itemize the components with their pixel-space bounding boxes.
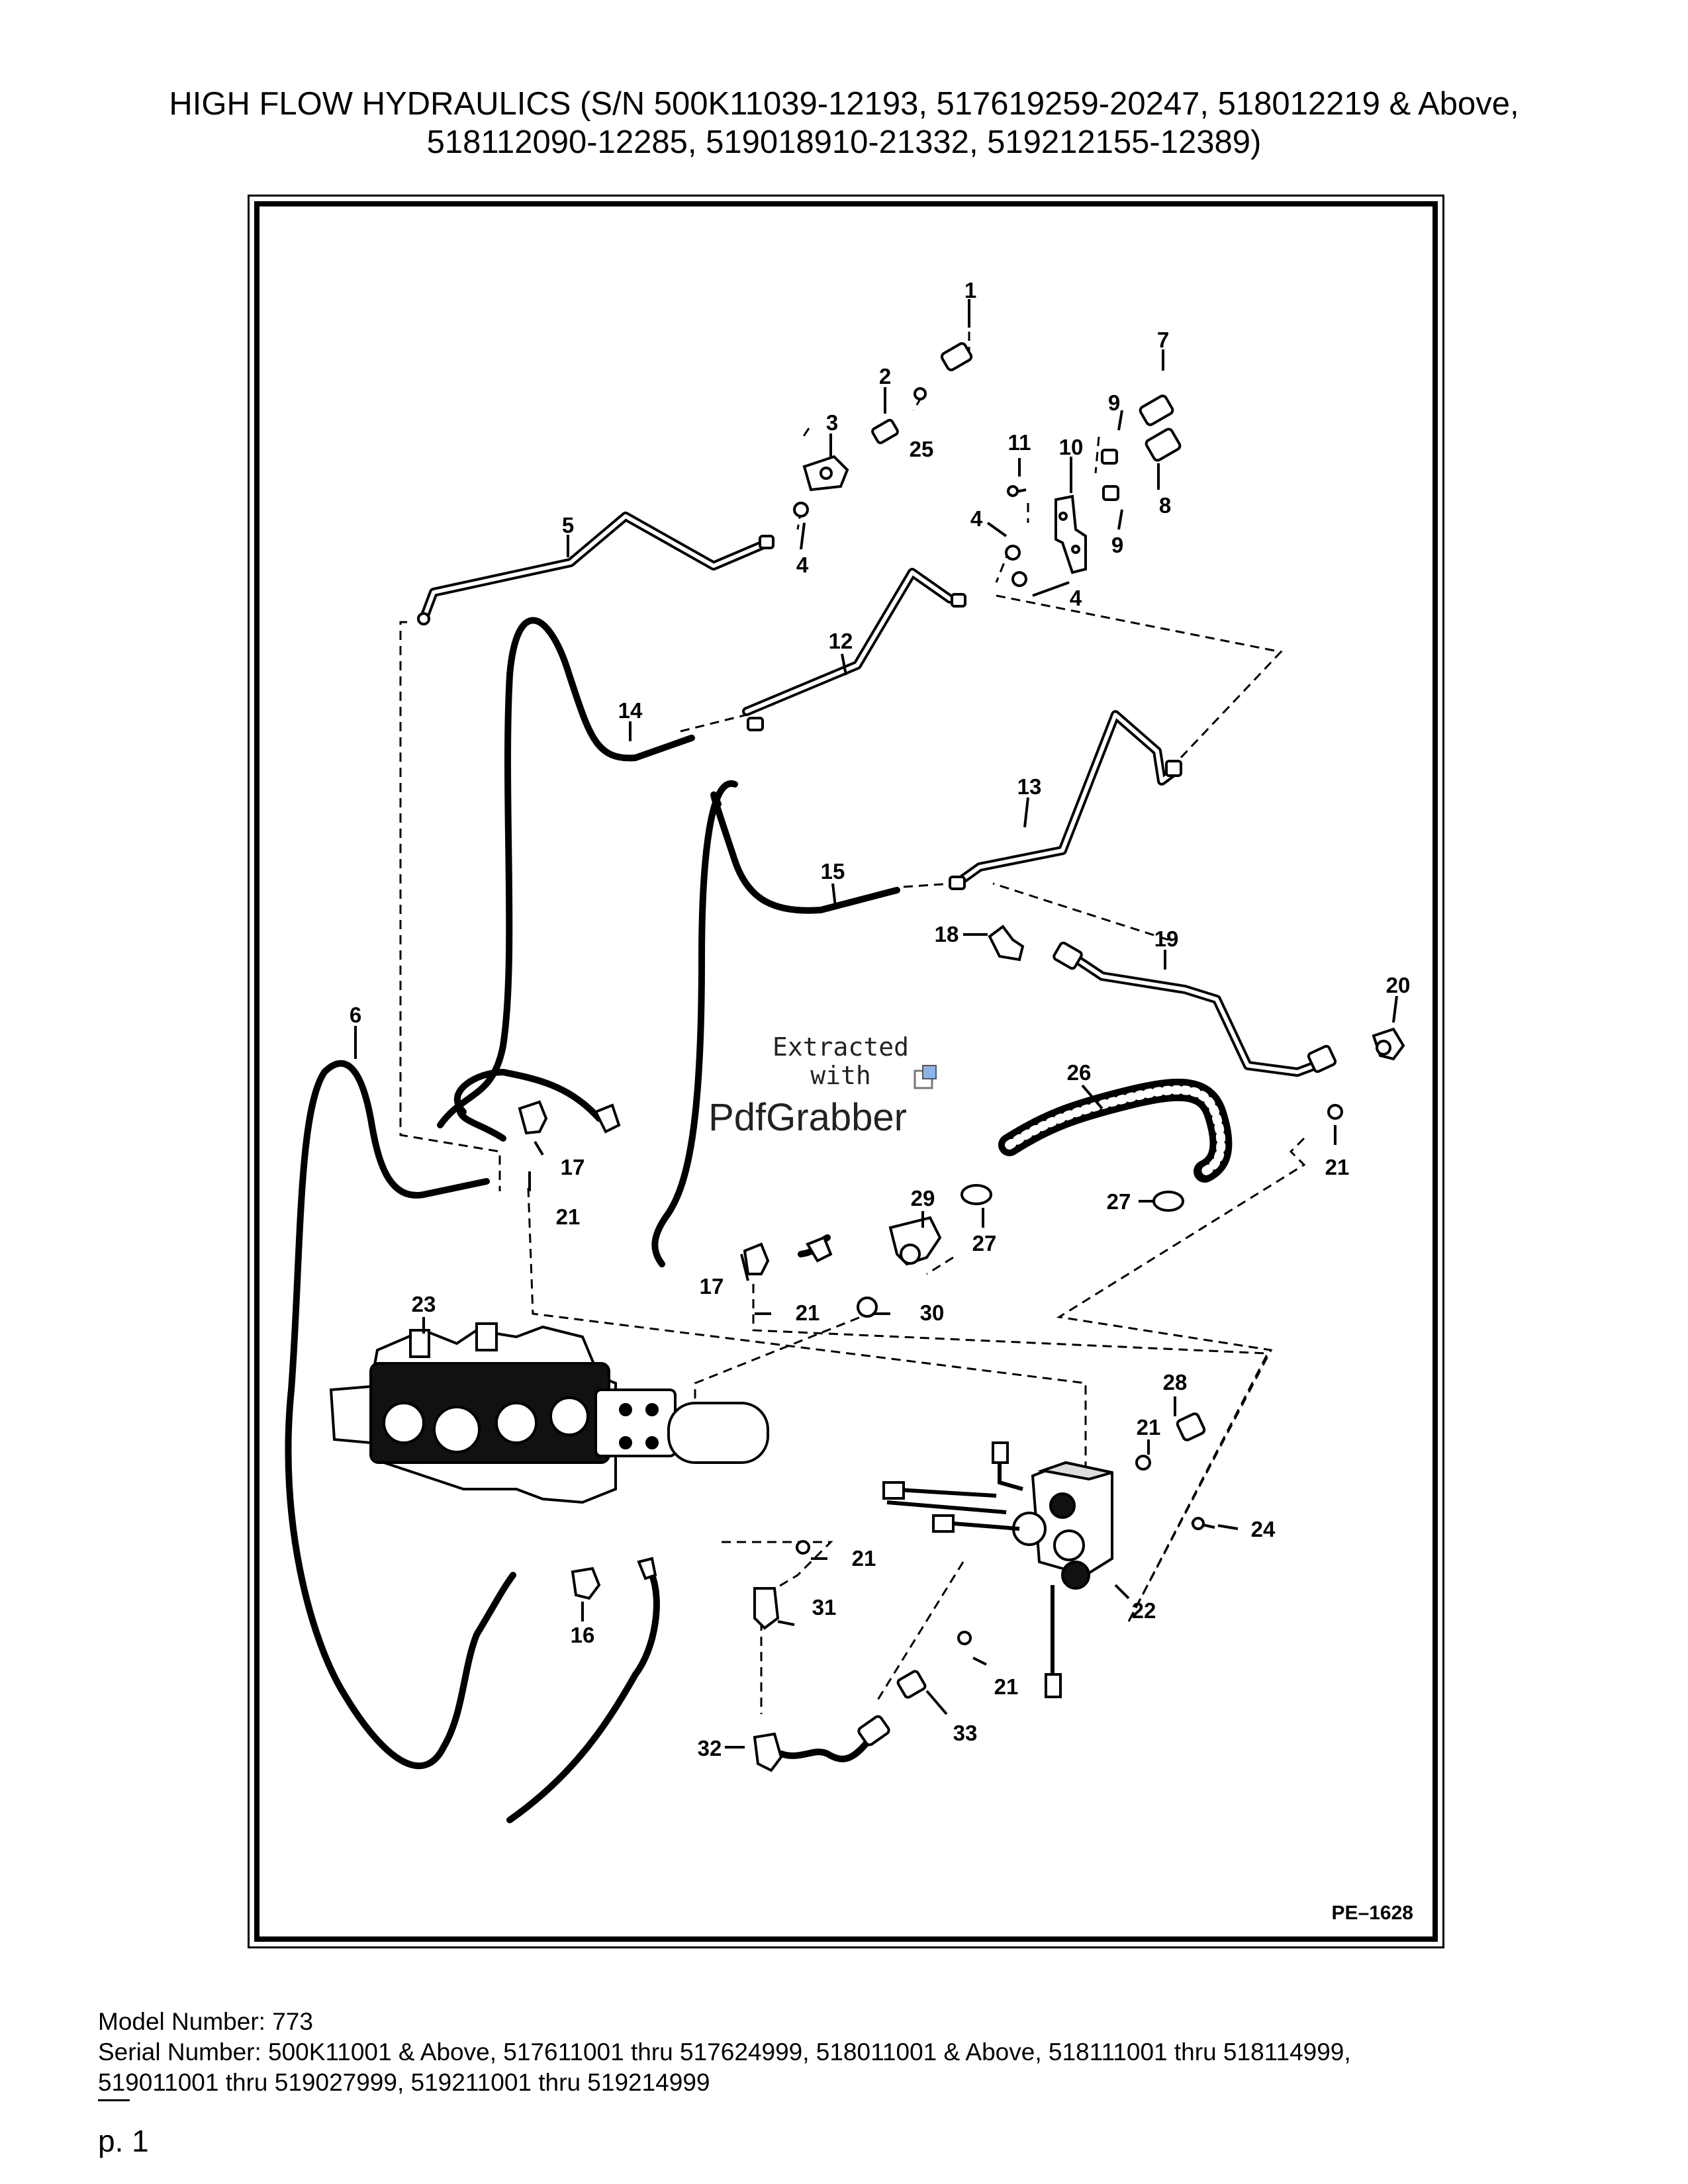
hose-16 [506,1572,660,1823]
fittings [417,342,1405,1772]
valve-block-22 [882,1441,1113,1698]
callout-18: 18 [935,922,959,946]
callout-19: 19 [1154,927,1179,951]
figure-code: PE–1628 [1332,1902,1413,1924]
callout-23: 23 [412,1292,436,1316]
svg-text:with: with [810,1061,871,1090]
callout-27: 27 [972,1231,997,1255]
title-line-1: HIGH FLOW HYDRAULICS (S/N 500K11039-1219… [169,86,1519,122]
callout-30: 30 [920,1300,945,1325]
page-title: HIGH FLOW HYDRAULICS (S/N 500K11039-1219… [0,85,1688,161]
callout-9b: 9 [1111,533,1123,557]
callout-17b: 17 [700,1274,724,1298]
callout-26: 26 [1067,1060,1092,1085]
callout-8: 8 [1159,493,1171,518]
callout-16: 16 [571,1623,595,1647]
callout-9: 9 [1108,390,1120,415]
callout-12: 12 [829,629,853,653]
callout-2: 2 [879,364,891,388]
callout-4c: 4 [1070,586,1082,610]
callout-11: 11 [1008,430,1031,455]
title-line-2: 518112090-12285, 519018910-21332, 519212… [426,124,1262,160]
callout-10: 10 [1059,435,1084,459]
callout-21c: 21 [796,1300,820,1325]
model-number: Model Number: 773 [98,2008,313,2035]
callout-28: 28 [1163,1370,1188,1394]
dashed-routing-lines [399,301,1306,1714]
hoses [285,617,900,1823]
svg-text:Extracted: Extracted [773,1032,909,1062]
callout-20: 20 [1386,973,1411,997]
callout-21b: 21 [1325,1155,1350,1179]
callout-21d: 21 [1137,1415,1161,1439]
callout-15: 15 [821,859,845,884]
pdfgrabber-watermark: Extracted with PdfGrabber [708,1032,937,1139]
serial-number-line-2: 519011001 thru 519027999, 519211001 thru… [98,2069,710,2096]
callout-labels: 1 2 3 25 5 4 7 9 11 10 8 4 9 4 12 14 13 … [350,278,1411,1760]
footer-divider [98,2099,130,2101]
diagram-outer-frame [248,195,1444,1948]
callout-14: 14 [618,698,643,723]
serial-number-line-1: Serial Number: 500K11001 & Above, 517611… [98,2038,1351,2066]
callout-27b: 27 [1107,1189,1131,1214]
hose-6 [285,1060,516,1770]
callout-33: 33 [953,1721,978,1745]
callout-4b: 4 [970,506,983,531]
callout-7: 7 [1157,328,1169,352]
callout-4: 4 [796,553,809,577]
callout-3: 3 [826,410,838,435]
callout-31: 31 [812,1595,837,1619]
callout-32: 32 [698,1736,722,1760]
hose-26 [998,1078,1233,1183]
callout-5: 5 [562,513,574,537]
diagram-inner-frame [254,201,1438,1942]
hose-15 [651,780,900,1267]
pump-assembly-23 [329,1322,769,1504]
callout-17: 17 [561,1155,585,1179]
callout-29: 29 [911,1186,935,1210]
hose-14 [437,617,695,1128]
callout-6: 6 [350,1003,361,1027]
callout-21: 21 [556,1205,581,1229]
page-number: p. 1 [98,2124,149,2158]
leader-lines [354,299,1398,1749]
callout-21f: 21 [994,1674,1019,1699]
callout-22: 22 [1132,1598,1156,1623]
callout-24: 24 [1251,1517,1276,1541]
hose-lower-left [454,1068,602,1142]
callout-21e: 21 [852,1546,876,1570]
callout-1: 1 [964,278,976,302]
hose-32 [778,1731,877,1762]
callout-13: 13 [1017,774,1042,799]
callout-25: 25 [910,437,934,461]
svg-text:PdfGrabber: PdfGrabber [708,1096,907,1139]
